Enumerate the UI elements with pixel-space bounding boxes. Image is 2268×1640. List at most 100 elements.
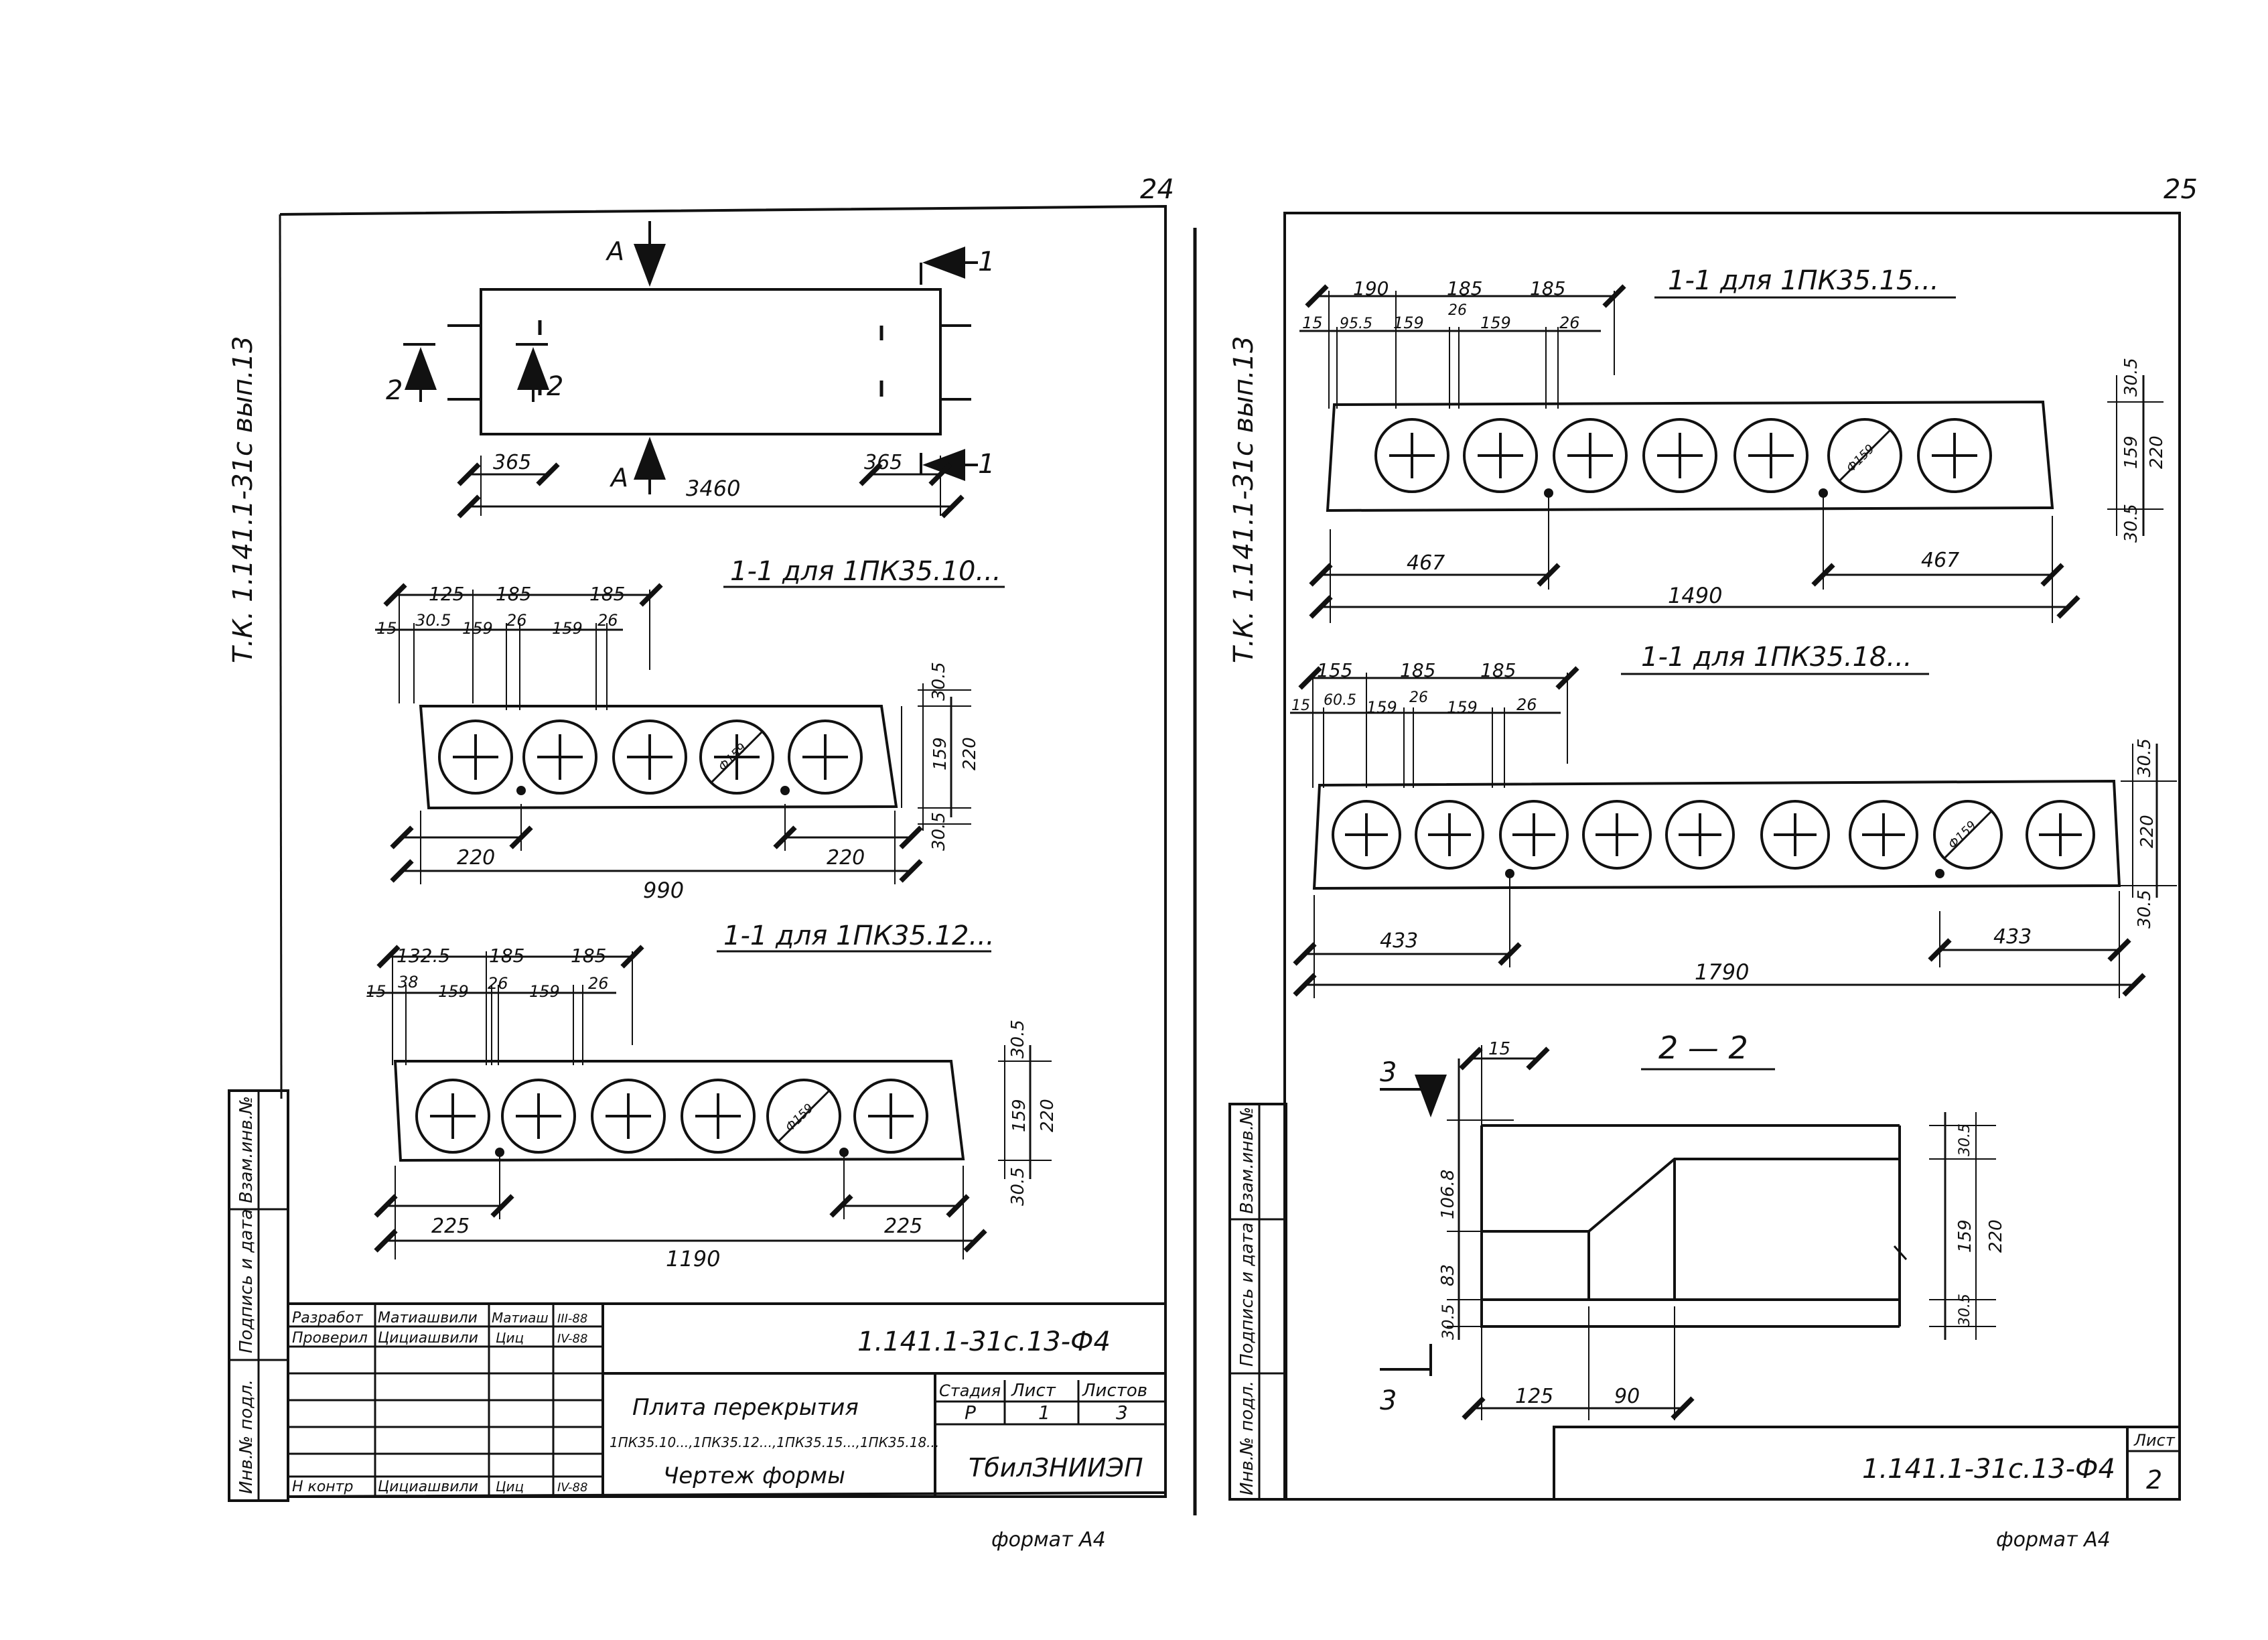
left-stamp-podpis: Подпись и дата bbox=[236, 1209, 257, 1353]
s3518-right-dim-2: 220 bbox=[2137, 815, 2157, 848]
s3510-right-dim-1: 30.5 bbox=[929, 662, 949, 701]
tb-row1-date: III-88 bbox=[557, 1312, 587, 1326]
right-texts: 25 Т.К. 1.141.1-31с вып.13 1-1 для 1ПК35… bbox=[1228, 174, 2198, 1552]
section-22-title: 2 — 2 bbox=[1658, 1030, 1748, 1066]
s3510-right-dim-2: 159 bbox=[930, 737, 950, 770]
s22-bottom-dim-2: 90 bbox=[1614, 1385, 1640, 1408]
tb-org: ТбилЗНИИЭП bbox=[969, 1453, 1143, 1483]
s3518-hole-label: Ф159 bbox=[1946, 818, 1979, 851]
plan-slab bbox=[480, 288, 942, 435]
tb-stage: Р bbox=[965, 1402, 976, 1424]
tb-name-line3: Чертеж формы bbox=[663, 1462, 845, 1489]
right-format: формат А4 bbox=[1996, 1528, 2111, 1552]
s3518-sub-dim-5: 159 bbox=[1447, 698, 1478, 717]
s3512-bottom-dim-1: 225 bbox=[431, 1215, 470, 1238]
section-1pk3512-outline bbox=[393, 1060, 965, 1162]
s3515-sub-dim-5: 159 bbox=[1480, 314, 1511, 332]
tb-row1-name: Матиашвили bbox=[378, 1310, 478, 1326]
right-tb-sheet-head: Лист bbox=[2133, 1431, 2176, 1450]
tb-row3-date: IV-88 bbox=[557, 1481, 587, 1495]
section-22-outline bbox=[1480, 1124, 1901, 1328]
s3518-sub-dim-2: 60.5 bbox=[1324, 692, 1356, 709]
s3515-sub-dim-4: 26 bbox=[1448, 302, 1467, 319]
section-1pk3510-title: 1-1 для 1ПК35.10... bbox=[730, 556, 1001, 587]
right-stamp-inv-podl: Инв.№ подл. bbox=[1237, 1381, 1257, 1495]
tb-sheets: 3 bbox=[1116, 1402, 1128, 1424]
tb-sheet: 1 bbox=[1038, 1402, 1050, 1424]
s3515-total: 1490 bbox=[1668, 583, 1722, 608]
s3515-top-dim-1: 190 bbox=[1353, 277, 1389, 299]
s3510-right-dim-3: 220 bbox=[960, 737, 980, 770]
right-tb-sheet: 2 bbox=[2146, 1465, 2162, 1495]
s22-left-dim-2: 83 bbox=[1438, 1264, 1458, 1286]
s3515-sub-dim-1: 15 bbox=[1302, 314, 1323, 332]
right-page-number: 25 bbox=[2164, 174, 2198, 205]
plan-section-2-left: 2 bbox=[386, 375, 403, 406]
left-frame bbox=[279, 204, 1167, 1498]
left-sheet bbox=[228, 204, 1167, 1502]
tb-sheets-head: Листов bbox=[1082, 1381, 1147, 1401]
right-stamp-vzam: Взам.инв.№ bbox=[1237, 1107, 1257, 1214]
s22-left-dim-1: 106.8 bbox=[1438, 1170, 1458, 1219]
s3510-sub-dim-4: 26 bbox=[506, 611, 527, 630]
s22-right-dim-4: 30.5 bbox=[1957, 1294, 1973, 1326]
tb-row3-sign: Циц bbox=[496, 1479, 524, 1495]
s3512-sub-dim-4: 26 bbox=[488, 974, 508, 993]
tb-row1-role: Разработ bbox=[292, 1310, 364, 1326]
right-side-stamp bbox=[1228, 1103, 1287, 1501]
s3515-top-dim-2: 185 bbox=[1447, 277, 1482, 299]
section-22-cut-bottom: 3 bbox=[1380, 1385, 1397, 1416]
section-1pk3518-title: 1-1 для 1ПК35.18... bbox=[1641, 642, 1912, 673]
s3518-top-dim-2: 185 bbox=[1400, 659, 1435, 681]
left-page-number: 24 bbox=[1140, 174, 1174, 205]
right-doc-code: 1.141.1-31с.13-Ф4 bbox=[1862, 1454, 2115, 1485]
tb-row2-name: Цициашвили bbox=[378, 1330, 478, 1347]
s3518-right-dim-1: 30.5 bbox=[2135, 738, 2155, 777]
s3515-right-dim-1: 30.5 bbox=[2121, 358, 2141, 397]
left-format: формат А4 bbox=[991, 1528, 1106, 1552]
s3512-sub-dim-6: 26 bbox=[588, 974, 609, 993]
section-1pk3512-holes bbox=[415, 1079, 928, 1154]
s3515-right-dim-4: 30.5 bbox=[2121, 504, 2141, 543]
s3510-total: 990 bbox=[643, 878, 684, 903]
tb-row3-role: Н контр bbox=[292, 1479, 353, 1495]
left-title-block bbox=[287, 1302, 1167, 1498]
s3510-sub-dim-6: 26 bbox=[597, 611, 618, 630]
s3512-total: 1190 bbox=[666, 1246, 720, 1272]
s3510-bottom-dim-1: 220 bbox=[457, 846, 495, 870]
s3512-bottom-dim-2: 225 bbox=[884, 1215, 922, 1238]
left-stamp-inv-podl: Инв.№ подл. bbox=[236, 1379, 257, 1494]
s3518-sub-dim-6: 26 bbox=[1516, 695, 1537, 714]
s3512-top-dim-1: 132.5 bbox=[397, 945, 450, 967]
plan-section-2-right: 2 bbox=[547, 371, 563, 402]
left-side-code: Т.К. 1.141.1-31с вып.13 bbox=[228, 336, 259, 663]
s3512-hole-label: Ф159 bbox=[783, 1101, 817, 1134]
right-sheet bbox=[1228, 212, 2181, 1501]
s3518-bottom-dim-1: 433 bbox=[1380, 929, 1418, 953]
s22-bottom-dim-1: 125 bbox=[1515, 1385, 1553, 1408]
s3512-right-dim-2: 159 bbox=[1009, 1099, 1030, 1132]
s3512-sub-dim-2: 38 bbox=[398, 973, 419, 992]
s3515-hole-label: Ф159 bbox=[1844, 441, 1877, 475]
section-1pk3515-outline bbox=[1326, 400, 2054, 512]
s3510-bottom-dim-2: 220 bbox=[827, 846, 865, 870]
tb-name-line1: Плита перекрытия bbox=[632, 1394, 859, 1421]
s3512-sub-dim-5: 159 bbox=[529, 982, 560, 1001]
s3518-total: 1790 bbox=[1695, 959, 1749, 985]
s3510-sub-dim-3: 159 bbox=[462, 619, 493, 638]
s3510-top-dim-1: 125 bbox=[429, 583, 464, 605]
s22-left-dim-3: 30.5 bbox=[1439, 1304, 1458, 1340]
s3515-bottom-dim-2: 467 bbox=[1921, 549, 1959, 572]
left-stamp-vzam: Взам.инв.№ bbox=[236, 1096, 257, 1203]
s3518-sub-dim-1: 15 bbox=[1291, 697, 1310, 714]
s3518-top-dim-1: 155 bbox=[1317, 659, 1352, 681]
s3510-top-dim-3: 185 bbox=[589, 583, 625, 605]
tb-row1-sign: Матиаш bbox=[492, 1310, 549, 1326]
s3512-right-dim-3: 220 bbox=[1038, 1099, 1058, 1132]
s22-right-dim-1: 30.5 bbox=[1957, 1123, 1973, 1156]
tb-row2-role: Проверил bbox=[292, 1330, 368, 1347]
plan-label-a-top: A bbox=[605, 236, 624, 266]
tb-name-line2: 1ПК35.10...,1ПК35.12...,1ПК35.15...,1ПК3… bbox=[610, 1434, 939, 1450]
s3512-right-dim-4: 30.5 bbox=[1008, 1167, 1028, 1206]
